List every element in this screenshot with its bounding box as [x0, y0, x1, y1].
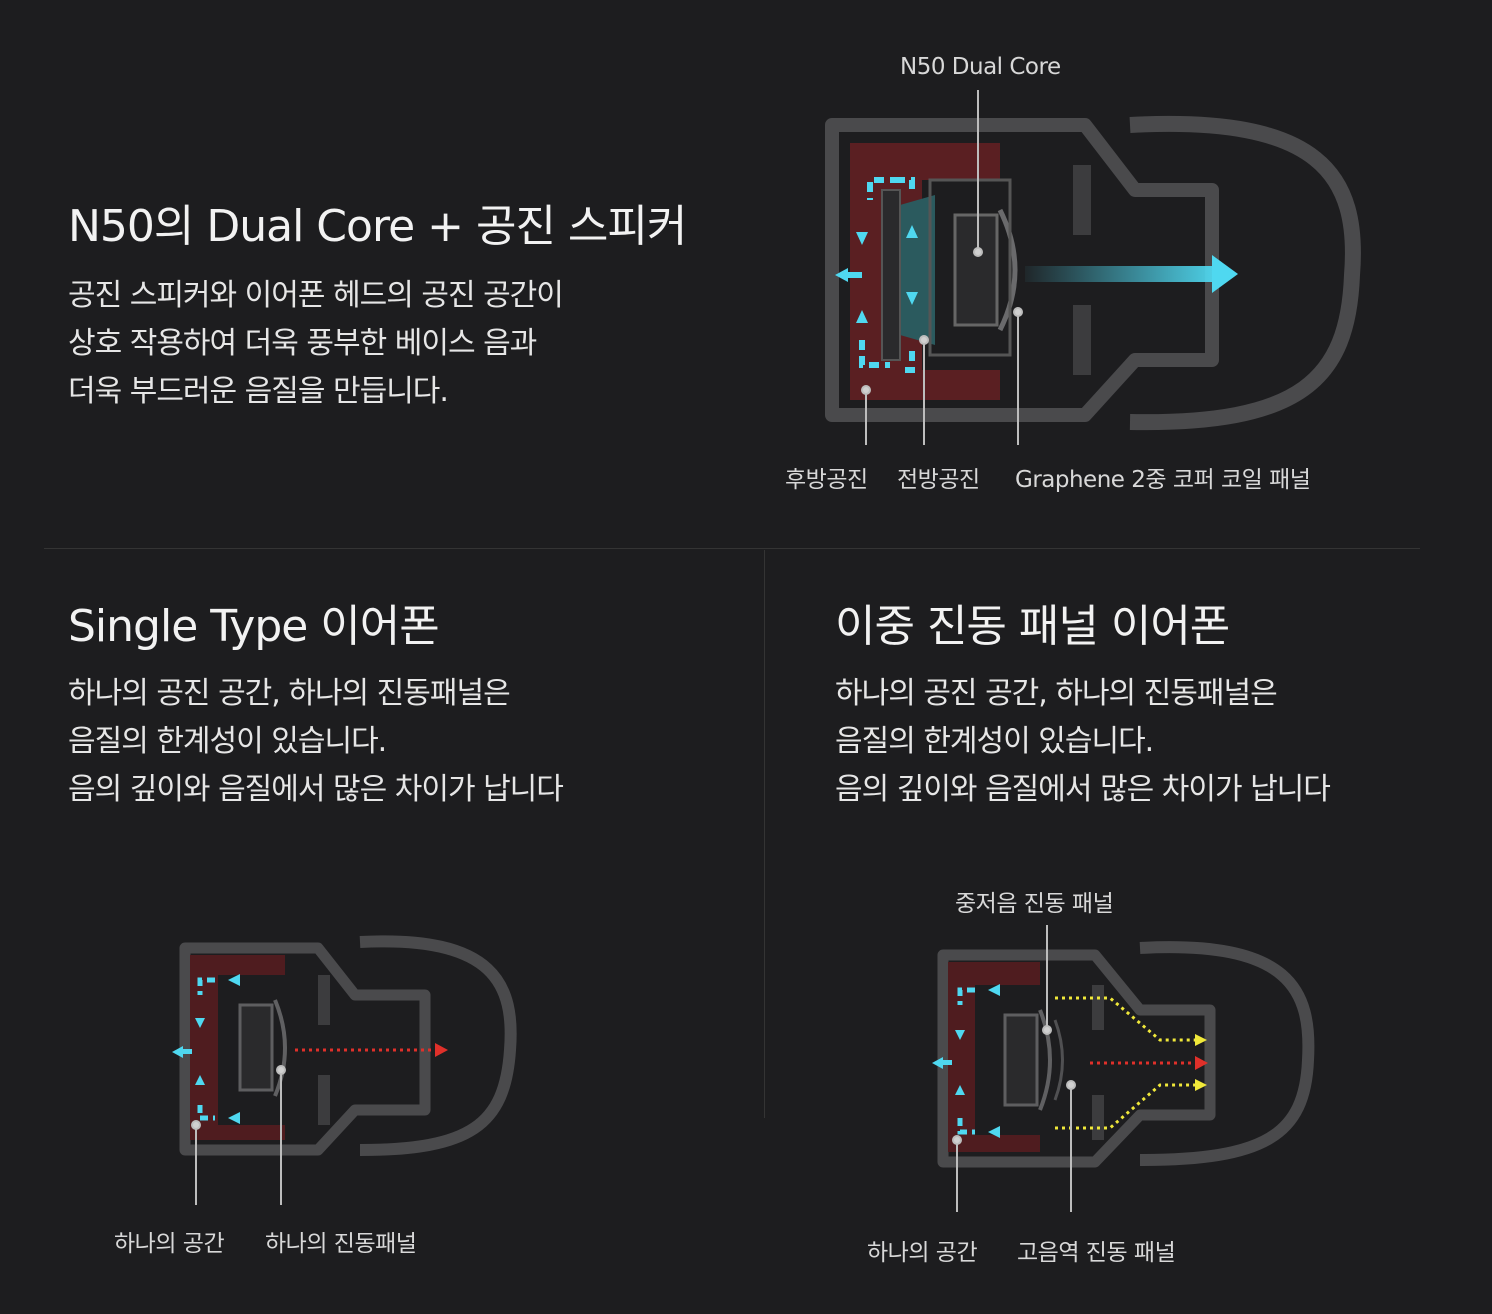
- airflow-arrows: [859, 177, 915, 373]
- label-dual-space: 하나의 공간: [867, 1240, 978, 1266]
- rear-chamber: [948, 962, 1040, 1152]
- dual-panel-line-1: 하나의 공진 공간, 하나의 진동패널은: [835, 676, 1278, 711]
- label-graphene-coil: Graphene 2중 코퍼 코일 패널: [1015, 467, 1311, 493]
- ear-tip: [1139, 941, 1315, 1166]
- single-type-description: 하나의 공진 공간, 하나의 진동패널은 음질의 한계성이 있습니다. 음의 깊…: [68, 670, 564, 814]
- single-line-3: 음의 깊이와 음질에서 많은 차이가 납니다: [68, 772, 564, 807]
- airflow-arrowheads: [932, 984, 1000, 1138]
- callout-lines: [861, 90, 1023, 445]
- dual-core-line-1: 공진 스피커와 이어폰 헤드의 공진 공간이: [68, 278, 564, 313]
- driver-core: [953, 213, 999, 327]
- high-frequency-heads: [1195, 1034, 1207, 1091]
- callout-lines: [191, 1065, 286, 1205]
- label-front-resonance: 전방공진: [897, 467, 980, 493]
- driver-core: [238, 1003, 274, 1092]
- airflow-out: [940, 1060, 952, 1065]
- single-line-1: 하나의 공진 공간, 하나의 진동패널은: [68, 676, 511, 711]
- callout-lines: [952, 925, 1076, 1212]
- housing: [825, 118, 1219, 422]
- dual-core-line-3: 더욱 부드러운 음질을 만듭니다.: [68, 374, 449, 409]
- driver-diaphragm: [997, 208, 1018, 332]
- rear-chamber: [190, 955, 285, 1140]
- nozzle-inner: [318, 1075, 330, 1125]
- horizontal-divider: [44, 548, 1420, 549]
- single-type-title: Single Type 이어폰: [68, 601, 440, 652]
- dual-panel-line-2: 음질의 한계성이 있습니다.: [835, 724, 1154, 759]
- dual-panel-line-3: 음의 깊이와 음질에서 많은 차이가 납니다: [835, 772, 1331, 807]
- label-single-panel: 하나의 진동패널: [265, 1231, 417, 1257]
- nozzle-inner: [1073, 305, 1091, 375]
- dual-core-title: N50의 Dual Core + 공진 스피커: [68, 201, 687, 252]
- sound-beam-head: [1212, 255, 1238, 293]
- nozzle-inner: [1092, 1095, 1104, 1140]
- driver-diaphragm: [1053, 1019, 1064, 1101]
- airflow-arrowheads: [835, 225, 918, 323]
- dual-core-line-2: 상호 작용하여 더욱 풍부한 베이스 음과: [68, 326, 537, 361]
- single-line-2: 음질의 한계성이 있습니다.: [68, 724, 387, 759]
- nozzle-inner: [318, 975, 330, 1025]
- nozzle-inner: [1073, 165, 1091, 235]
- label-n50-dual-core: N50 Dual Core: [900, 54, 1061, 80]
- label-single-space: 하나의 공간: [114, 1231, 225, 1257]
- dual-core-diagram: [825, 90, 1361, 445]
- sound-path-head: [435, 1043, 448, 1057]
- vertical-divider: [764, 550, 765, 1118]
- driver-diaphragm: [1038, 1009, 1052, 1111]
- nozzle-inner: [1092, 985, 1104, 1030]
- airflow-out: [180, 1049, 192, 1054]
- housing: [937, 949, 1216, 1168]
- single-type-diagram: [172, 935, 517, 1205]
- dual-panel-description: 하나의 공진 공간, 하나의 진동패널은 음질의 한계성이 있습니다. 음의 깊…: [835, 670, 1331, 814]
- driver-basket: [928, 178, 1012, 357]
- driver-frame: [881, 189, 901, 361]
- airflow-arrows: [957, 987, 975, 1135]
- label-high-panel: 고음역 진동 패널: [1017, 1240, 1176, 1266]
- label-rear-resonance: 후방공진: [785, 467, 868, 493]
- driver-core: [1003, 1013, 1039, 1107]
- housing: [179, 942, 431, 1156]
- airflow-arrows: [197, 977, 215, 1121]
- sound-beam: [1025, 266, 1215, 282]
- ear-tip: [359, 935, 517, 1156]
- mid-low-sound-head: [1195, 1056, 1208, 1070]
- dual-panel-title: 이중 진동 패널 이어폰: [835, 601, 1230, 652]
- ear-tip: [1129, 116, 1361, 431]
- label-mid-low-panel: 중저음 진동 패널: [955, 891, 1114, 917]
- dual-core-description: 공진 스피커와 이어폰 헤드의 공진 공간이 상호 작용하여 더욱 풍부한 베이…: [68, 272, 564, 416]
- driver-diaphragm: [273, 999, 287, 1097]
- airflow-out: [846, 272, 862, 278]
